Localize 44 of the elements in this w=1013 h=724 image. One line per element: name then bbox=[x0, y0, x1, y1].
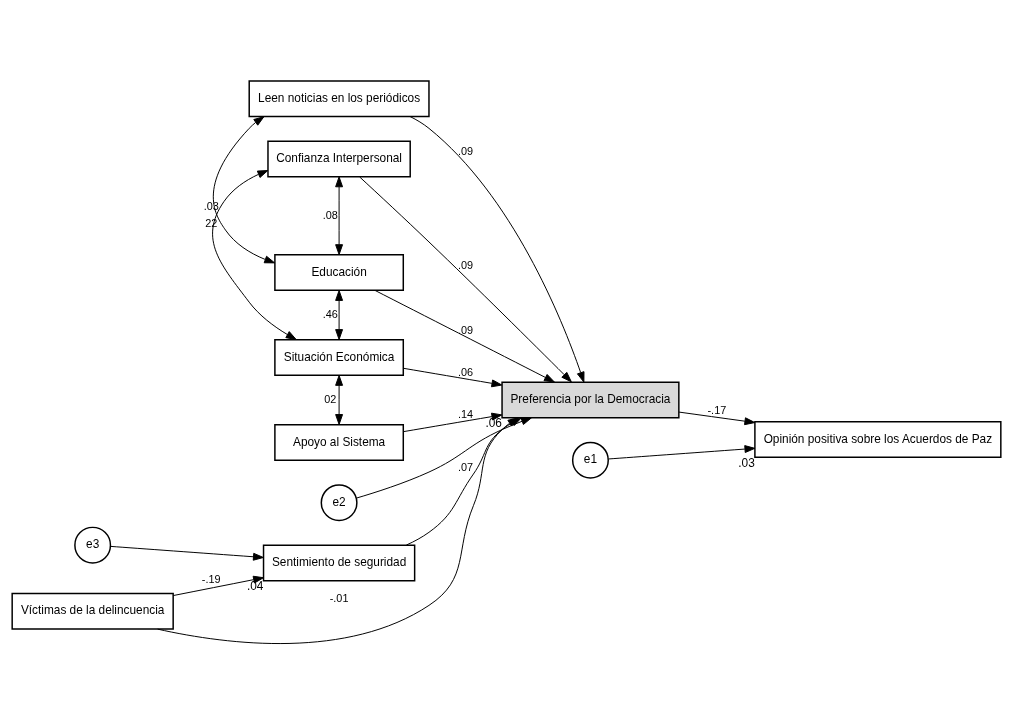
node-label: .04 bbox=[246, 578, 264, 593]
edge-label: .14 bbox=[457, 407, 474, 420]
node-box: Confianza Interpersonal bbox=[267, 139, 411, 177]
node-label: .03 bbox=[738, 455, 755, 470]
node-box: Educación bbox=[274, 253, 405, 291]
edge-label: .03 bbox=[203, 199, 219, 212]
edge-label: .09 bbox=[457, 323, 474, 336]
node-box: Situación Económica bbox=[274, 338, 405, 376]
edge-label: .46 bbox=[322, 307, 338, 320]
edge-label: -.17 bbox=[707, 403, 727, 416]
node-label: .06 bbox=[485, 415, 502, 430]
arrow bbox=[157, 416, 519, 644]
arrow bbox=[359, 175, 572, 382]
edge-label: 02 bbox=[324, 392, 337, 405]
arrow bbox=[402, 367, 503, 387]
edge-label: .09 bbox=[457, 144, 474, 157]
arrow bbox=[402, 412, 503, 432]
arrow bbox=[212, 169, 297, 340]
node-circle: e2 bbox=[320, 483, 358, 521]
arrow bbox=[335, 374, 344, 425]
node-box: Sentimiento de seguridad bbox=[262, 543, 416, 581]
arrow bbox=[607, 444, 756, 459]
arrow bbox=[109, 545, 264, 561]
node-box: Víctimas de la delincuencia bbox=[11, 592, 174, 630]
arrow bbox=[172, 575, 264, 596]
node-box: Opinión positiva sobre los Acuerdos de Paz bbox=[754, 420, 1002, 458]
arrow bbox=[335, 175, 344, 255]
edge-label: .07 bbox=[457, 460, 474, 473]
edge-label: .09 bbox=[457, 258, 474, 271]
arrow bbox=[335, 289, 344, 340]
node-box: Preferencia por la Democracia bbox=[501, 380, 680, 418]
edge-label: .08 bbox=[322, 208, 338, 221]
edge-label: 22 bbox=[205, 216, 218, 229]
node-box: Apoyo al Sistema bbox=[274, 423, 405, 461]
node-circle: e1 bbox=[571, 441, 609, 479]
edge-label: -.01 bbox=[329, 591, 349, 604]
edge-label: .06 bbox=[457, 365, 474, 378]
node-circle: e3 bbox=[74, 526, 112, 564]
edge-label: -.19 bbox=[201, 572, 221, 585]
arrow bbox=[374, 289, 555, 383]
node-box: Leen noticias en los periódicos bbox=[248, 79, 430, 117]
arrow bbox=[409, 115, 585, 383]
arrow bbox=[678, 411, 756, 425]
arrow bbox=[212, 115, 276, 263]
